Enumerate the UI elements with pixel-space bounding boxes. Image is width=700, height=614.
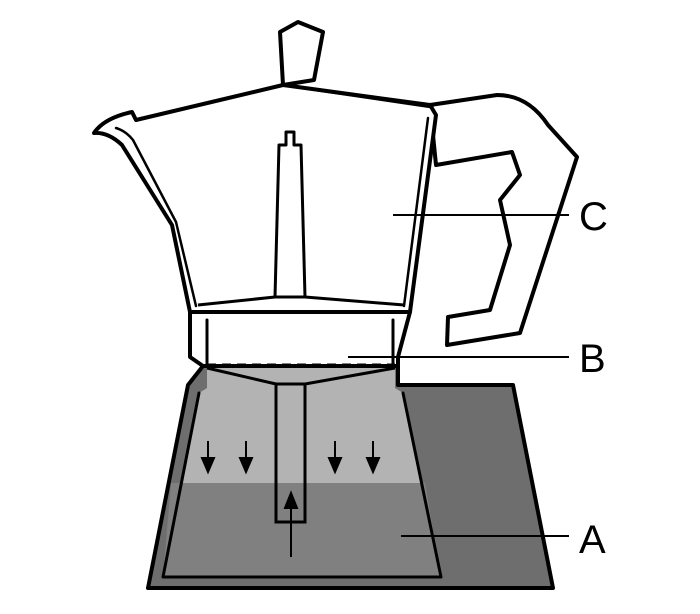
up-arrow bbox=[283, 490, 299, 557]
label-c: C bbox=[579, 195, 608, 239]
lid-knob bbox=[278, 20, 325, 87]
central-column bbox=[273, 130, 307, 299]
water-lower-region bbox=[163, 483, 441, 577]
pot-handle bbox=[428, 93, 579, 347]
upper-chamber bbox=[92, 20, 579, 347]
down-arrows bbox=[200, 441, 381, 475]
basket-inner-wall bbox=[205, 318, 395, 368]
label-b: B bbox=[579, 337, 606, 381]
label-a: A bbox=[579, 518, 606, 562]
upper-inner-wall bbox=[114, 116, 430, 308]
lower-chamber bbox=[146, 364, 555, 590]
callouts: C B A bbox=[348, 195, 608, 562]
boiler-inner-wall bbox=[161, 391, 443, 579]
column-base bbox=[197, 295, 405, 307]
upper-body bbox=[92, 83, 438, 314]
